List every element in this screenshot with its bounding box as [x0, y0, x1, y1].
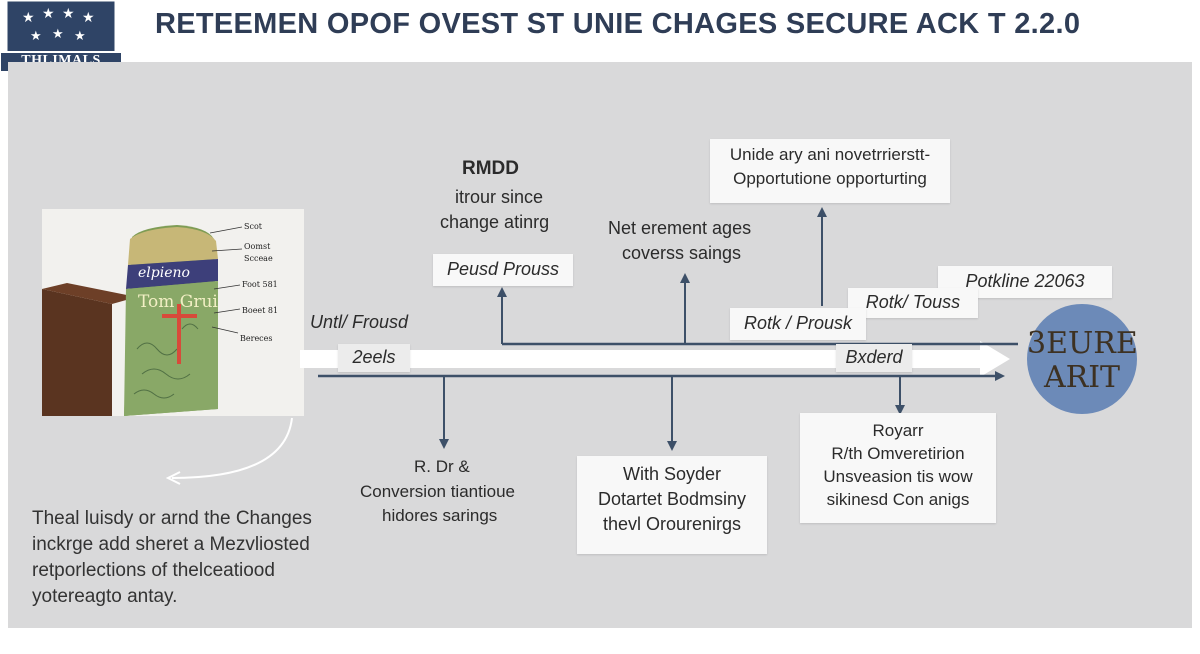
callout-2: Oomst: [244, 242, 271, 251]
opportunity-line-2: Opportutione opporturting: [733, 169, 927, 188]
description-line-1: Theal luisdy or arnd the Changes: [32, 508, 312, 529]
middle-line-1: With Soyder: [622, 464, 722, 484]
seal-line-1: 3EURE: [1027, 326, 1138, 361]
svg-text:★: ★: [62, 5, 75, 21]
middle-line-2: Dotartet Bodmsiny: [597, 489, 747, 509]
can-brand-top: elpieno: [138, 265, 190, 281]
peusd-box: Peusd Prouss: [433, 254, 573, 286]
right-line-4: sikinesd Con anigs: [826, 490, 970, 509]
middle-box: With Soyder Dotartet Bodmsiny thevl Orou…: [577, 456, 767, 554]
rotk-touss-box: Rotk/ Touss: [848, 288, 978, 318]
description-line-4: yotereagto antay.: [32, 586, 178, 607]
rmdd-line-2: change atinrg: [440, 212, 550, 232]
net-line-2: coverss saings: [622, 243, 742, 263]
description-line-3: retporlections of thelceatiood: [32, 560, 275, 581]
svg-text:★: ★: [42, 5, 55, 21]
svg-text:★: ★: [74, 28, 86, 43]
callout-6: Bereces: [240, 334, 273, 343]
rotk-prousk-box: Rotk / Prousk: [730, 308, 866, 340]
rotk-touss-label: Rotk/ Touss: [865, 292, 961, 312]
peusd-label: Peusd Prouss: [446, 259, 560, 279]
zeels-box: 2eels: [338, 344, 410, 372]
right-line-3: Unsveasion tis wow: [823, 467, 973, 486]
white-arrow: [300, 341, 1010, 377]
svg-text:★: ★: [82, 9, 95, 25]
svg-text:★: ★: [22, 9, 35, 25]
description-text: Theal luisdy or arnd the Changes inckrge…: [32, 506, 312, 610]
page-title: RETEEMEN OPOF OVEST ST UNIE CHAGES SECUR…: [155, 8, 1081, 40]
zeels-label: 2eels: [352, 347, 396, 367]
can-brand-bottom: Tom Grui: [138, 292, 218, 312]
seal-line-2: ARIT: [1043, 360, 1121, 395]
secure-seal: 3EURE ARIT: [1027, 304, 1138, 414]
callout-5: Boeet 81: [242, 306, 278, 315]
callout-1: Scot: [244, 222, 263, 231]
opportunity-box: Unide ary ani novetrrierstt- Opportution…: [710, 139, 950, 203]
middle-line-3: thevl Orourenirgs: [602, 514, 742, 534]
can-image: elpieno Tom Grui Scot Oomst Scceae Foot …: [42, 209, 304, 416]
right-box: Royarr R/th Omveretirion Unsveasion tis …: [800, 413, 996, 523]
svg-text:★: ★: [30, 28, 42, 43]
description-line-2: inckrge add sheret a Mezvliosted: [32, 534, 310, 555]
rdr-line-2: Conversion tiantioue: [360, 482, 515, 501]
right-line-2: R/th Omveretirion: [831, 444, 965, 463]
svg-text:★: ★: [52, 26, 64, 41]
rotk-prousk-label: Rotk / Prousk: [743, 313, 853, 333]
rdr-line-3: hidores sarings: [382, 506, 498, 525]
opportunity-line-1: Unide ary ani novetrrierstt-: [729, 145, 931, 164]
until-frousd-label: Untl/ Frousd: [310, 312, 409, 332]
bxderd-label: Bxderd: [845, 347, 903, 367]
bxderd-box: Bxderd: [836, 344, 912, 372]
net-line-1: Net erement ages: [608, 218, 752, 238]
rdr-line-1: R. Dr &: [414, 457, 470, 476]
right-line-1: Royarr: [872, 421, 924, 440]
callout-4: Foot 581: [242, 280, 278, 289]
potkline-label: Potkline 22063: [965, 271, 1085, 291]
rmdd-line-1: itrour since: [455, 187, 544, 207]
callout-3: Scceae: [244, 254, 273, 263]
rmdd-heading: RMDD: [462, 158, 519, 179]
product-photo: elpieno Tom Grui Scot Oomst Scceae Foot …: [42, 209, 304, 416]
